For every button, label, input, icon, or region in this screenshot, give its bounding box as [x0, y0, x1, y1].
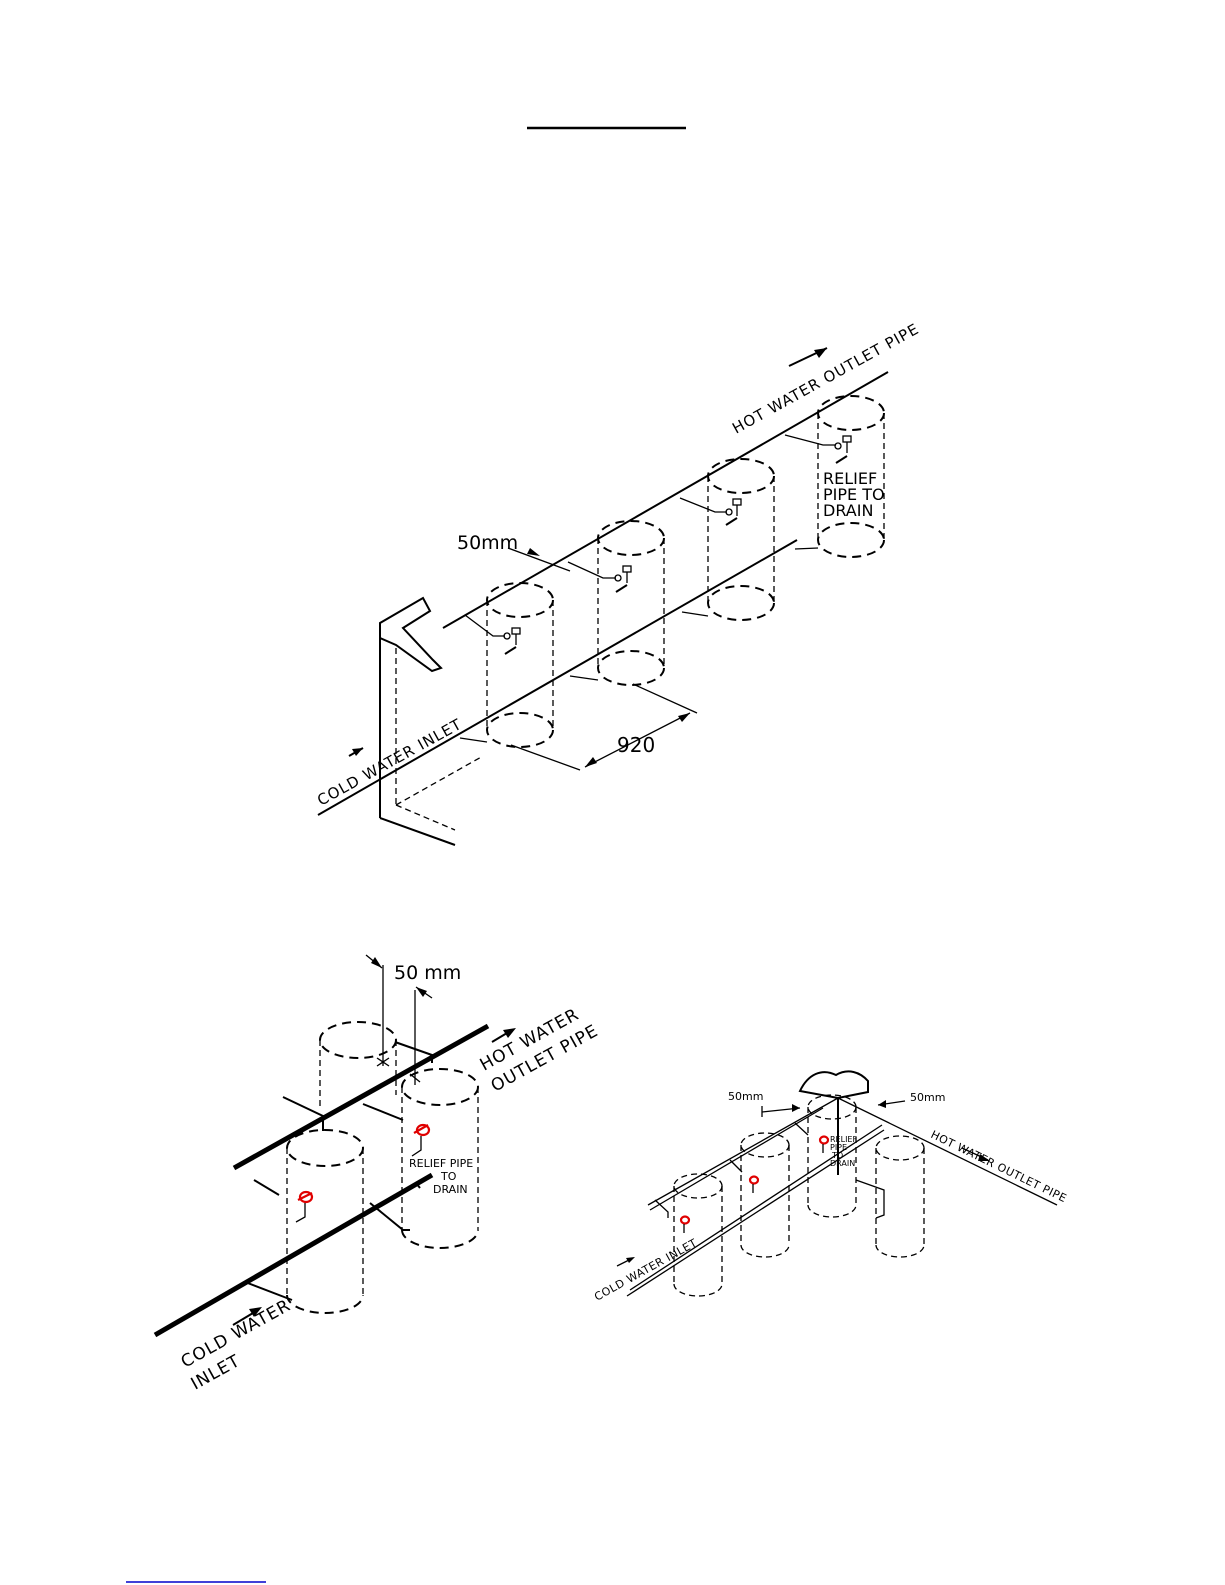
dim-right-label: 50mm [910, 1091, 945, 1104]
relief-valve-icon [681, 1137, 828, 1234]
dim-spacing-label: 920 [617, 733, 655, 757]
corner-wall [800, 1071, 868, 1098]
wall-bracket [380, 598, 483, 845]
cylinder-3 [708, 459, 774, 620]
dim-920 [511, 684, 697, 770]
left-diagram: 50 mm HOT WATER OUTLET PIPE COLD WATER I… [155, 955, 602, 1394]
relief-label-line1: RELIEF PIPE [409, 1157, 473, 1170]
cylinder-1 [487, 583, 553, 747]
hot-water-outlet-pipe [443, 372, 888, 628]
relief-label-line3: DRAIN [433, 1183, 468, 1196]
relief-label-line4: DRAIN [830, 1159, 855, 1168]
cold-flow-arrow-icon [349, 748, 363, 756]
hot-water-outlet-label: HOT WATER OUTLET PIPE [729, 320, 922, 438]
right-diagram: 50mm 50mm HOT WATER OUTLET PIPE COLD WAT… [592, 1071, 1069, 1303]
cold-water-inlet-pipe [155, 1175, 432, 1335]
hot-water-outlet-pipe [838, 1098, 1057, 1205]
branch-connections [460, 435, 836, 742]
top-diagram: HOT WATER OUTLET PIPE COLD WATER INLET R… [314, 320, 922, 845]
cold-flow-arrow-icon [617, 1257, 635, 1266]
relief-label-line2: TO [440, 1170, 457, 1183]
dim-offset-label: 50 mm [394, 962, 461, 984]
hot-water-outlet-pipe [234, 1026, 488, 1168]
cold-water-inlet-pipe [318, 540, 797, 815]
hot-flow-arrow-icon [789, 348, 827, 366]
dim-offset-label: 50mm [457, 532, 518, 554]
cylinder-4 [876, 1136, 924, 1257]
relief-valve-icon [504, 436, 851, 654]
cold-water-inlet-label: COLD WATER INLET [314, 715, 465, 810]
cylinder-2 [598, 521, 664, 685]
dim-left-label: 50mm [728, 1090, 763, 1103]
relief-label-line3: DRAIN [823, 501, 873, 520]
hot-water-outlet-label: HOT WATER OUTLET PIPE [929, 1128, 1069, 1205]
